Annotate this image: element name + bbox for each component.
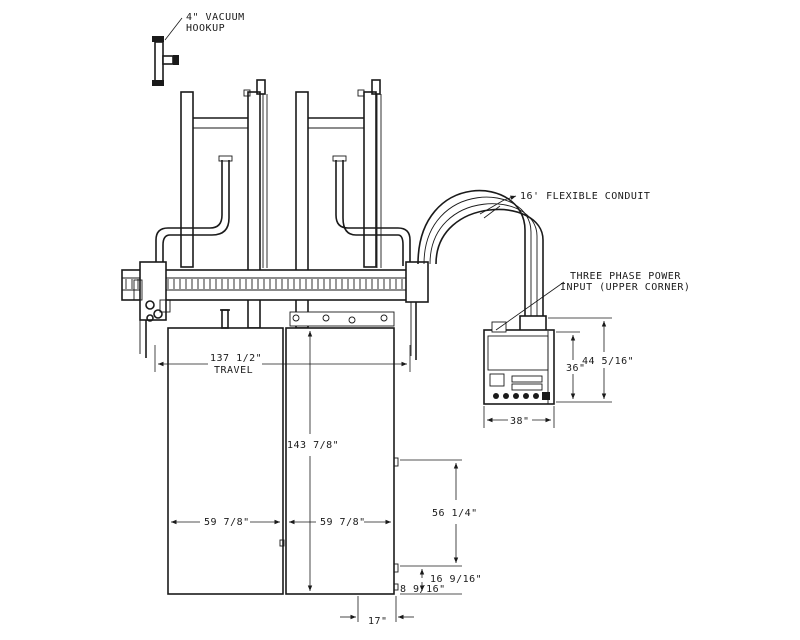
vacuum-label-line1: 4" VACUUM bbox=[186, 12, 245, 23]
height-value: 143 7/8" bbox=[287, 440, 339, 451]
left-cabinet bbox=[167, 327, 284, 595]
travel-dimension bbox=[154, 345, 411, 372]
travel-value: 137 1/2" bbox=[210, 353, 262, 364]
power-label-line2: INPUT (UPPER CORNER) bbox=[560, 282, 690, 293]
side-mid-value: 16 9/16" bbox=[430, 574, 482, 585]
width-left-value: 59 7/8" bbox=[204, 517, 250, 528]
box-height-inner: 36" bbox=[566, 363, 586, 374]
box-dimensions bbox=[483, 317, 612, 428]
vacuum-label-line2: HOOKUP bbox=[186, 23, 225, 34]
side-low-value: 8 9/16" bbox=[400, 584, 446, 595]
side-upper-value: 56 1/4" bbox=[432, 508, 478, 519]
upper-frame bbox=[180, 79, 382, 329]
power-label-line1: THREE PHASE POWER bbox=[570, 271, 681, 282]
electrical-box bbox=[483, 281, 565, 405]
vacuum-pipes bbox=[155, 155, 411, 266]
side-offset-value: 17" bbox=[368, 616, 388, 627]
right-cabinet bbox=[285, 327, 395, 595]
vacuum-hookup-icon bbox=[152, 17, 183, 86]
machine-cabinets bbox=[167, 309, 399, 595]
conduit-label: 16' FLEXIBLE CONDUIT bbox=[520, 191, 650, 202]
flexible-conduit bbox=[417, 189, 544, 320]
box-width: 38" bbox=[510, 416, 530, 427]
box-height-outer: 44 5/16" bbox=[582, 356, 634, 367]
width-right-value: 59 7/8" bbox=[320, 517, 366, 528]
travel-label: TRAVEL bbox=[214, 365, 253, 376]
gantry-rail bbox=[121, 261, 429, 360]
side-dimensions bbox=[340, 459, 462, 622]
